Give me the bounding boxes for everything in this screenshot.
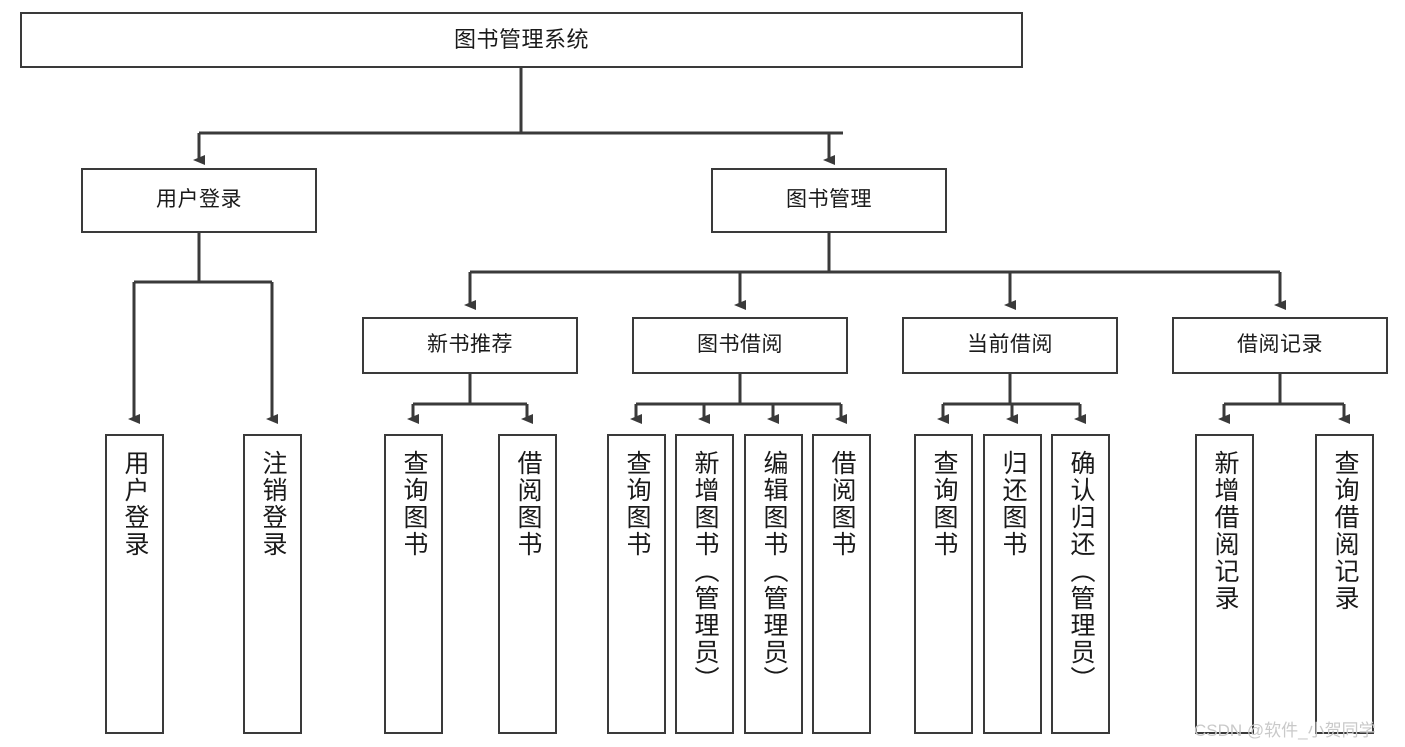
node-label: 查询借阅记录 — [1331, 450, 1359, 612]
leaf-book-borrow-edit-book-admin[interactable]: 编辑图书（管理员） — [744, 434, 803, 734]
node-label: 图书管理 — [786, 188, 872, 212]
leaf-book-borrow-add-book-admin[interactable]: 新增图书（管理员） — [675, 434, 734, 734]
node-label: 查询图书 — [930, 450, 958, 558]
node-book-management[interactable]: 图书管理 — [711, 168, 947, 233]
node-new-book-recommendation[interactable]: 新书推荐 — [362, 317, 578, 374]
node-label: 注销登录 — [259, 450, 287, 558]
node-label: 新增图书（管理员） — [691, 450, 719, 693]
node-user-login[interactable]: 用户登录 — [81, 168, 317, 233]
leaf-new-book-query-books[interactable]: 查询图书 — [384, 434, 443, 734]
node-label: 当前借阅 — [967, 333, 1053, 357]
leaf-current-borrow-return-books[interactable]: 归还图书 — [983, 434, 1042, 734]
node-label: 借阅图书 — [514, 450, 542, 558]
leaf-borrow-record-add-record[interactable]: 新增借阅记录 — [1195, 434, 1254, 734]
node-root-book-management-system[interactable]: 图书管理系统 — [20, 12, 1023, 68]
leaf-current-borrow-confirm-return-admin[interactable]: 确认归还（管理员） — [1051, 434, 1110, 734]
node-label: 确认归还（管理员） — [1067, 450, 1095, 693]
node-label: 查询图书 — [623, 450, 651, 558]
leaf-user-login-logout[interactable]: 注销登录 — [243, 434, 302, 734]
node-label: 图书借阅 — [697, 333, 783, 357]
leaf-borrow-record-query-record[interactable]: 查询借阅记录 — [1315, 434, 1374, 734]
leaf-book-borrow-borrow-books[interactable]: 借阅图书 — [812, 434, 871, 734]
leaf-current-borrow-query-books[interactable]: 查询图书 — [914, 434, 973, 734]
node-label: 借阅记录 — [1237, 333, 1323, 357]
node-label: 新书推荐 — [427, 333, 513, 357]
node-borrow-records[interactable]: 借阅记录 — [1172, 317, 1388, 374]
node-label: 编辑图书（管理员） — [760, 450, 788, 693]
node-book-borrowing[interactable]: 图书借阅 — [632, 317, 848, 374]
node-current-borrowing[interactable]: 当前借阅 — [902, 317, 1118, 374]
leaf-book-borrow-query-books[interactable]: 查询图书 — [607, 434, 666, 734]
csdn-watermark: CSDN @软件_小贺同学 — [1194, 721, 1376, 740]
node-label: 归还图书 — [999, 450, 1027, 558]
node-label: 新增借阅记录 — [1211, 450, 1239, 612]
node-label: 图书管理系统 — [453, 27, 589, 53]
node-label: 用户登录 — [156, 188, 242, 212]
leaf-new-book-borrow-books[interactable]: 借阅图书 — [498, 434, 557, 734]
node-label: 借阅图书 — [828, 450, 856, 558]
node-label: 查询图书 — [400, 450, 428, 558]
leaf-user-login-login[interactable]: 用户登录 — [105, 434, 164, 734]
node-label: 用户登录 — [121, 450, 149, 558]
